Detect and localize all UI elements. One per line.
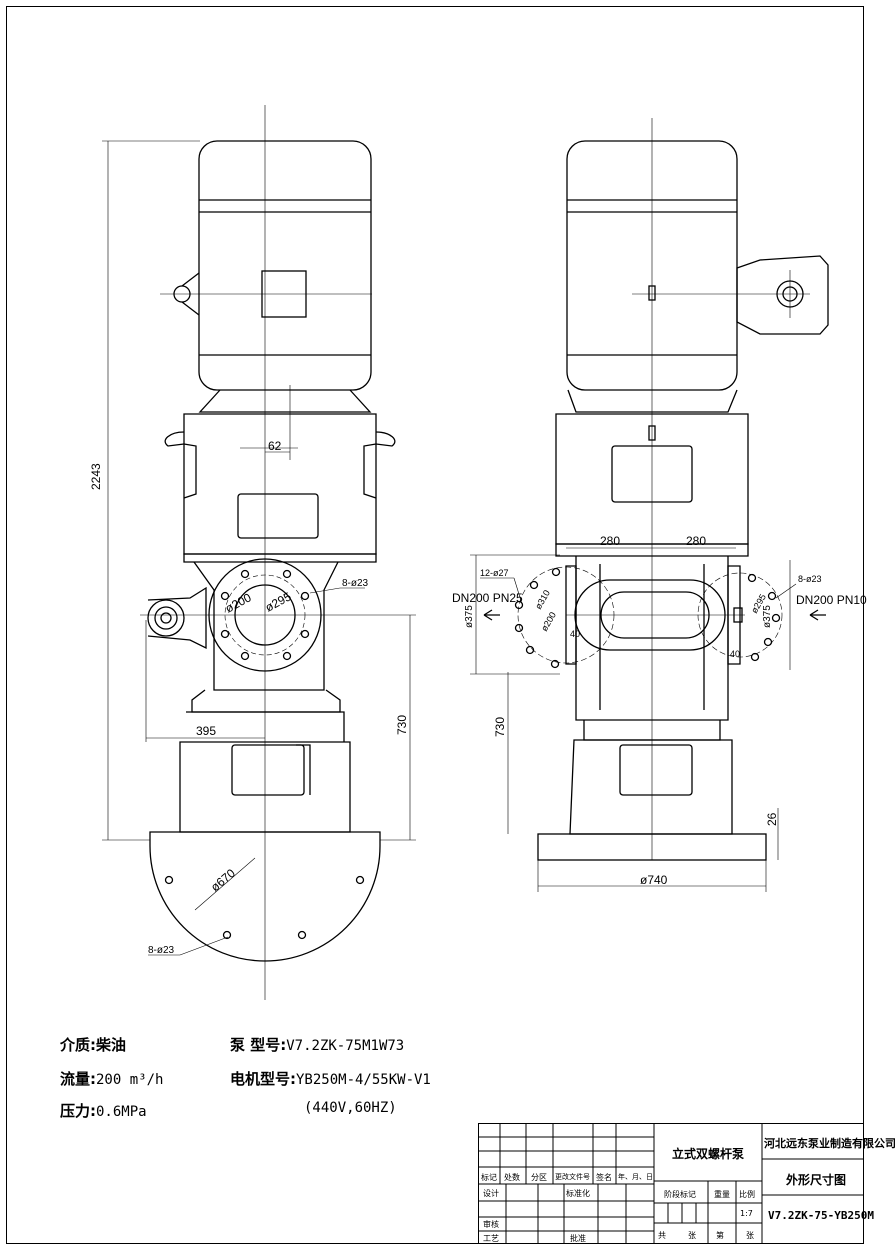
inlet-label: DN200 PN25 (452, 591, 523, 605)
dim-text-12-27: 12-ø27 (480, 568, 509, 578)
outlet-label: DN200 PN10 (796, 593, 867, 607)
left-base-plate (149, 831, 381, 962)
dim-text-dia295: ø295 (263, 589, 294, 614)
right-lower-stand (569, 739, 733, 835)
dim-text-2243: 2243 (89, 463, 103, 490)
tb-weight: 重量 (714, 1190, 730, 1199)
dim-text-62: 62 (268, 439, 282, 453)
right-outlet-bolts (747, 573, 781, 662)
tb-label-count: 处数 (504, 1173, 520, 1182)
right-inlet-bolts (514, 567, 561, 669)
dim-text-280-left: 280 (600, 534, 620, 548)
tb-label-mark: 标记 (481, 1173, 497, 1182)
tb-label-change-doc: 更改文件号 (555, 1173, 590, 1181)
tb-standardize: 标准化 (566, 1189, 590, 1198)
pressure-label: 压力: (60, 1102, 96, 1120)
left-bracket (183, 413, 377, 555)
right-pump-screw (574, 579, 726, 651)
dim-text-40-b: 40 (730, 649, 740, 659)
left-flange-bolts (220, 569, 310, 661)
right-view (470, 118, 829, 892)
tb-sheets-unit1: 张 (688, 1231, 696, 1240)
left-bracket-window (237, 493, 319, 539)
right-bracket-window (611, 445, 693, 503)
right-motor-body (566, 140, 738, 391)
dim-text-dia375-right: ø375 (762, 605, 773, 628)
param-flow: 流量:200 m³/h (60, 1068, 163, 1089)
right-terminal-box (736, 255, 829, 335)
right-outlet-flange (727, 565, 741, 665)
dim-text-dia200-side: ø200 (539, 610, 558, 633)
dim-text-40-a: 40 (570, 629, 580, 639)
tb-drawing-title: 外形尺寸图 (786, 1173, 847, 1187)
left-view (102, 105, 416, 1000)
flow-value: 200 m³/h (96, 1072, 164, 1088)
motor-model-label: 电机型号: (230, 1070, 296, 1088)
dim-text-8-23-right: 8-ø23 (798, 574, 822, 584)
dim-text-8-23-base: 8-ø23 (148, 945, 175, 956)
left-side-gauge (147, 599, 185, 637)
dim-text-8-23-top: 8-ø23 (342, 578, 369, 589)
right-base-plate (537, 833, 767, 861)
param-motor-model: 电机型号:YB250M-4/55KW-V1 (230, 1068, 431, 1089)
dim-text-dia375-left: ø375 (464, 605, 475, 628)
medium-label: 介质: (60, 1036, 96, 1054)
tb-design: 设计 (483, 1189, 499, 1198)
tb-label-date: 年、月、日 (618, 1173, 653, 1181)
tb-product-name: 立式双螺杆泵 (672, 1147, 745, 1161)
tb-sheets-total: 共 (658, 1231, 666, 1240)
dim-text-dia310: ø310 (533, 588, 552, 611)
right-inlet-flange (565, 565, 577, 665)
dim-text-dia670: ø670 (208, 866, 238, 895)
left-motor-body (198, 140, 372, 391)
dim-text-dia740: ø740 (640, 873, 668, 887)
pressure-value: 0.6MPa (96, 1104, 147, 1120)
tb-scale-label: 比例 (739, 1190, 755, 1199)
dim-text-730-left: 730 (395, 715, 409, 735)
tb-review: 审核 (483, 1220, 499, 1229)
title-block: 立式双螺杆泵 河北远东泵业制造有限公司 外形尺寸图 V7.2ZK-75-YB25… (478, 1123, 896, 1244)
pump-model-value: V7.2ZK-75M1W73 (286, 1038, 405, 1054)
motor-supply: (440V,60HZ) (304, 1100, 397, 1116)
param-pressure: 压力:0.6MPa (60, 1100, 147, 1121)
dim-text-26: 26 (765, 812, 779, 826)
tb-drawing-number: V7.2ZK-75-YB250M (768, 1209, 874, 1222)
dim-text-730-right: 730 (493, 717, 507, 737)
tb-label-sign: 签名 (596, 1173, 612, 1182)
drawing-frame (6, 6, 864, 1244)
outlet-arrow (809, 609, 826, 621)
param-pump-model: 泵 型号:V7.2ZK-75M1W73 (230, 1034, 404, 1055)
motor-model-value: YB250M-4/55KW-V1 (296, 1072, 431, 1088)
tb-scale-value: 1:7 (740, 1209, 753, 1218)
engineering-drawing: 2243 62 395 730 ø200 ø295 8-ø23 ø670 8-ø… (89, 105, 867, 1000)
flow-label: 流量: (60, 1070, 96, 1088)
inlet-arrow (483, 609, 500, 621)
medium-value: 柴油 (96, 1036, 127, 1054)
tb-sheets-nth: 第 (716, 1231, 724, 1240)
left-stand-window (231, 744, 305, 796)
left-base-bolts (164, 875, 365, 940)
tb-company: 河北远东泵业制造有限公司 (764, 1137, 896, 1150)
tb-sheets-unit2: 张 (746, 1231, 754, 1240)
pump-model-label: 泵 型号: (230, 1036, 287, 1054)
tb-stage-mark: 阶段标记 (664, 1190, 696, 1199)
dim-text-395: 395 (196, 724, 216, 738)
tb-label-zone: 分区 (531, 1173, 547, 1182)
right-stand-window (619, 744, 693, 796)
dim-text-280-right: 280 (686, 534, 706, 548)
tb-process: 工艺 (483, 1234, 499, 1243)
param-medium: 介质:柴油 (60, 1034, 126, 1055)
tb-approve: 批准 (570, 1234, 586, 1243)
